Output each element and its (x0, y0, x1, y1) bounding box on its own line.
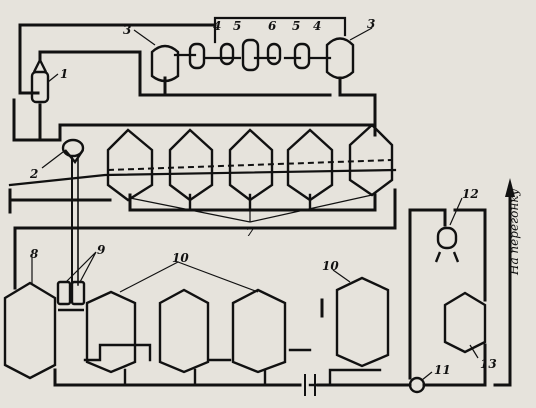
tank-10a (85, 290, 137, 374)
label-4a: 4 (213, 19, 221, 33)
label-12: 12 (462, 187, 479, 201)
pipe-bottom-main (53, 368, 302, 387)
leader-13 (469, 344, 479, 359)
output-arrow-icon (505, 178, 515, 197)
label-9: 9 (97, 243, 106, 257)
fermenter-7a (106, 128, 154, 202)
separator-2-cone (64, 149, 84, 165)
leader-12 (449, 197, 463, 226)
pipe-output (493, 193, 512, 387)
pipe-top-riser (213, 16, 347, 44)
label-10a: 10 (172, 251, 189, 265)
tank-10b (158, 288, 210, 374)
pipe-left-mid (8, 188, 112, 214)
vessel-5b (266, 42, 282, 66)
leader-3b (349, 27, 373, 41)
leader-3a (133, 29, 156, 46)
filter-1 (30, 70, 50, 104)
pipe-to-12 (408, 208, 447, 380)
pipe-small-vessels (173, 53, 332, 60)
label-2: 2 (29, 167, 38, 181)
fermenter-group-7 (106, 123, 394, 202)
vessel-6 (241, 38, 260, 72)
fermenter-7d (286, 128, 334, 202)
leader-10b (332, 269, 351, 283)
vessel-4b (293, 42, 311, 70)
leader-10a (119, 261, 259, 293)
leader-7 (129, 194, 373, 223)
label-to-distillation: На перегонку (507, 189, 521, 276)
tank-10c (231, 288, 287, 374)
leader-1 (47, 73, 59, 83)
pump-11 (408, 376, 426, 394)
label-3b: 3 (367, 17, 375, 31)
pipe-tank-links (83, 343, 312, 362)
pump-9a (56, 280, 72, 306)
fermenter-7e (348, 123, 394, 197)
label-8: 8 (30, 247, 39, 261)
fermenter-7b (168, 128, 214, 202)
label-4b: 4 (313, 19, 321, 33)
vessel-5a (219, 42, 235, 66)
tank-8 (3, 281, 57, 380)
pipe-filter-header (38, 50, 332, 97)
tank-3a (150, 44, 180, 83)
piping (8, 16, 512, 396)
unit-12 (436, 226, 458, 250)
leader-lines (31, 27, 479, 381)
label-1: 1 (60, 67, 68, 81)
pipe-gap-marks (304, 374, 316, 396)
unit-12-legs (434, 251, 460, 263)
fermenter-dashed-line (107, 159, 393, 171)
pipe-12-to-13 (453, 208, 487, 302)
label-13: 13 (480, 357, 497, 371)
pipe-pump-out (422, 343, 487, 387)
tank-10d (335, 276, 390, 368)
label-6: 6 (268, 19, 277, 33)
label-5b: 5 (292, 19, 300, 33)
pipe-fermenter-collector (128, 193, 377, 212)
label-10b: 10 (322, 259, 339, 273)
pipe-diagonal (8, 168, 397, 187)
filter-1-cap (32, 57, 48, 73)
leader-9 (65, 251, 97, 283)
pipe-lower-header (13, 188, 397, 230)
label-11: 11 (434, 363, 451, 377)
pump-9b (70, 280, 86, 306)
separator-2 (61, 138, 85, 158)
pipe-bottom-drops (123, 368, 267, 387)
vessel-4a (188, 42, 206, 70)
label-5a: 5 (233, 19, 241, 33)
pipe-tank3b-out (338, 76, 377, 127)
tank-3b (325, 37, 355, 80)
fermenter-7c (228, 128, 274, 202)
tank-13 (443, 291, 487, 354)
leader-2 (41, 151, 64, 169)
label-3a: 3 (123, 23, 131, 37)
label-7: 7 (246, 225, 255, 239)
leader-11 (421, 371, 433, 381)
equipment (3, 37, 487, 394)
